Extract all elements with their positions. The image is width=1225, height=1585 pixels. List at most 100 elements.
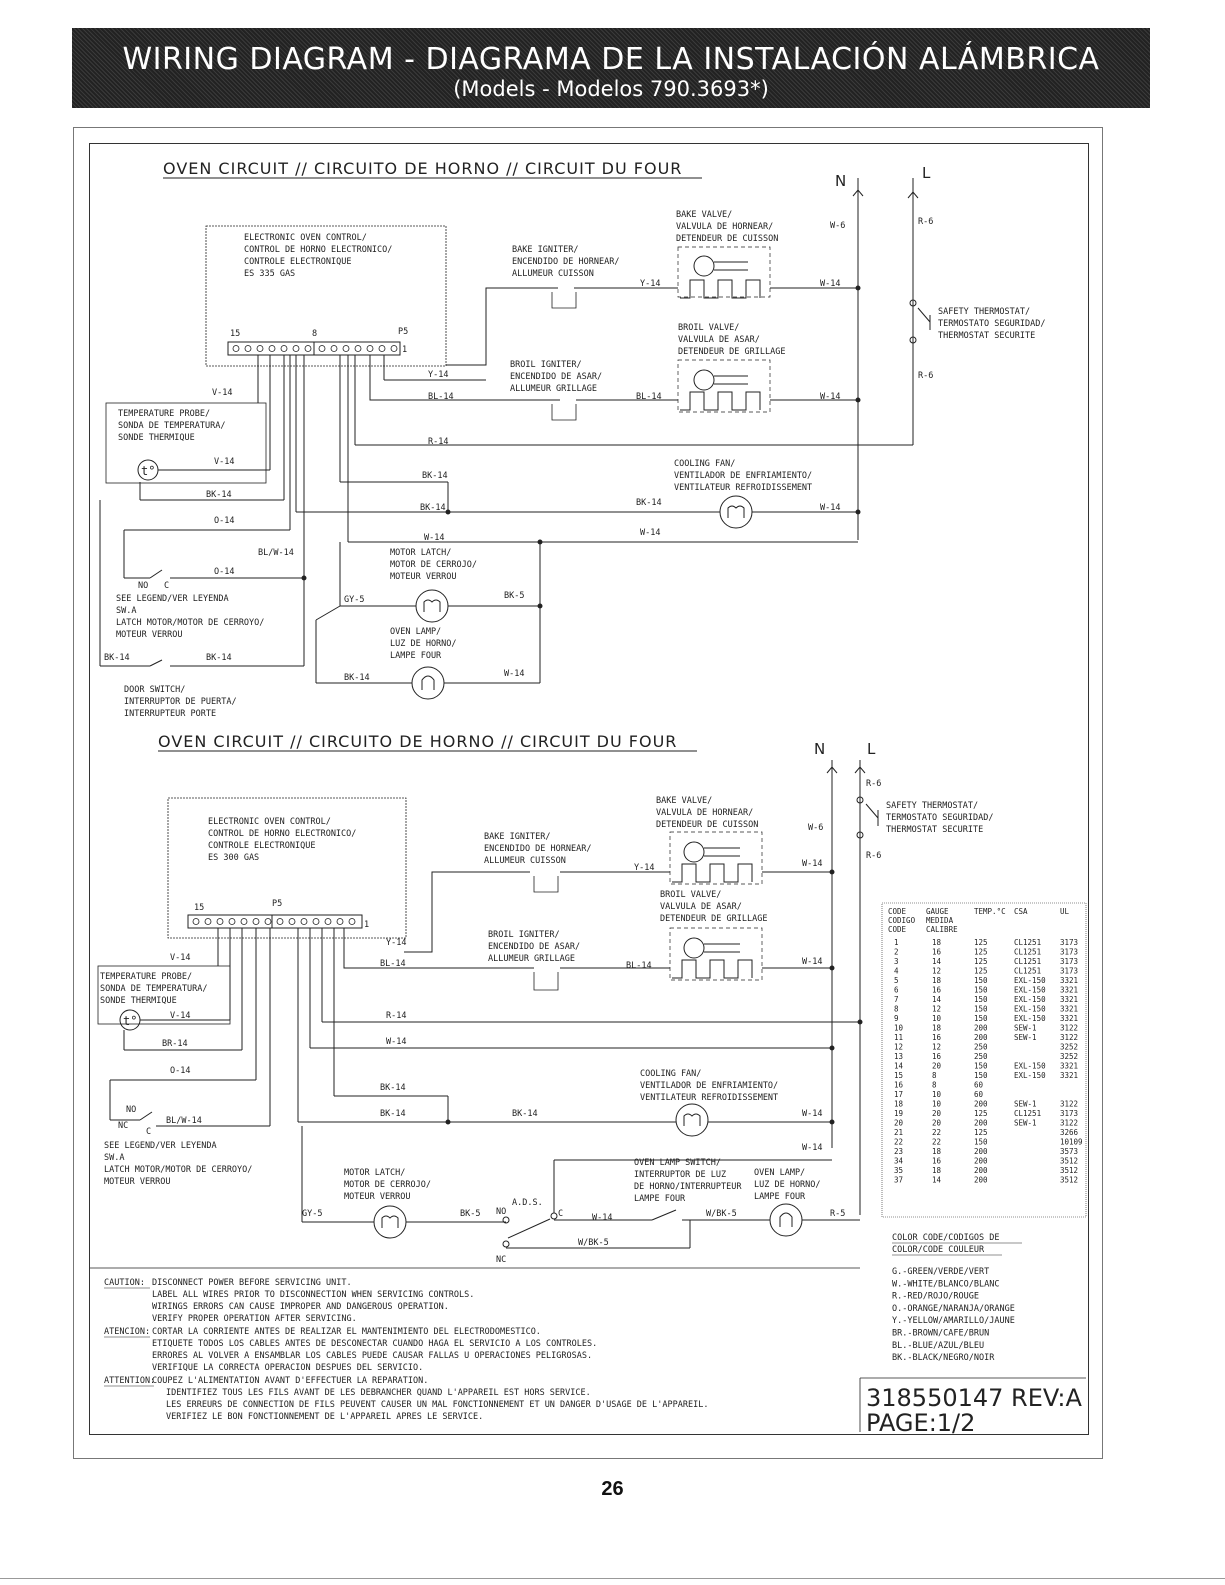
svg-text:BK-14: BK-14 — [420, 503, 446, 513]
svg-text:BAKE IGNITER/: BAKE IGNITER/ — [512, 245, 579, 255]
svg-text:DETENDEUR DE GRILLAGE: DETENDEUR DE GRILLAGE — [660, 914, 767, 924]
svg-text:ETIQUETE TODOS LOS CABLES ANTE: ETIQUETE TODOS LOS CABLES ANTES DE DESCO… — [152, 1339, 597, 1349]
code-table-cell: 150 — [974, 986, 988, 995]
code-table-cell: 3252 — [1060, 1043, 1078, 1052]
svg-text:ALLUMEUR GRILLAGE: ALLUMEUR GRILLAGE — [488, 954, 575, 964]
svg-text:TEMPERATURE PROBE/: TEMPERATURE PROBE/ — [100, 972, 192, 982]
svg-text:COOLING FAN/: COOLING FAN/ — [674, 459, 735, 469]
code-table-cell: 8 — [894, 1005, 899, 1014]
code-table-cell: 20 — [932, 1109, 942, 1118]
code-table-cell: 5 — [894, 976, 899, 985]
code-table-cell: 125 — [974, 957, 988, 966]
code-table-cell: 18 — [894, 1100, 904, 1109]
page-number: 26 — [601, 1478, 624, 1500]
svg-text:W-14: W-14 — [820, 392, 840, 402]
color-code-item: BK.-BLACK/NEGRO/NOIR — [892, 1353, 995, 1363]
code-table-header: CODIGO — [888, 916, 916, 925]
code-table-cell: 3321 — [1060, 976, 1078, 985]
code-table-cell: 200 — [974, 1176, 988, 1185]
code-table-cell: CL1251 — [1014, 938, 1041, 947]
svg-text:BL-14: BL-14 — [428, 392, 454, 402]
code-table-cell: 3321 — [1060, 986, 1078, 995]
svg-text:R-14: R-14 — [428, 437, 448, 447]
code-table-cell: 60 — [974, 1081, 984, 1090]
code-table-header: TEMP.°C — [974, 907, 1006, 916]
svg-text:VERIFIQUE LA CORRECTA OPERACIO: VERIFIQUE LA CORRECTA OPERACION DESPUES … — [152, 1363, 423, 1373]
svg-text:SONDE THERMIQUE: SONDE THERMIQUE — [118, 433, 195, 443]
code-table-cell: EXL-150 — [1014, 1071, 1046, 1080]
code-table-cell: 150 — [974, 976, 988, 985]
legend-2: SEE LEGEND/VER LEYENDA SW.A LATCH MOTOR/… — [104, 1141, 252, 1187]
cooling-fan-1: COOLING FAN/ VENTILADOR DE ENFRIAMIENTO/… — [674, 459, 812, 493]
code-table-cell: 10 — [932, 1090, 942, 1099]
svg-text:MOTEUR VERROU: MOTEUR VERROU — [116, 630, 183, 640]
svg-text:DE HORNO/INTERRUPTEUR: DE HORNO/INTERRUPTEUR — [634, 1182, 742, 1192]
code-table-cell: 3573 — [1060, 1147, 1078, 1156]
svg-text:COLOR CODE/CODIGOS DE: COLOR CODE/CODIGOS DE — [892, 1233, 999, 1243]
svg-text:W/BK-5: W/BK-5 — [706, 1209, 737, 1219]
code-table-cell: 10109 — [1060, 1138, 1083, 1147]
code-table-cell: 3122 — [1060, 1100, 1078, 1109]
page-label: PAGE:1/2 — [866, 1409, 975, 1437]
code-table-cell: 22 — [894, 1138, 903, 1147]
svg-text:BL/W-14: BL/W-14 — [258, 548, 294, 558]
svg-text:V-14: V-14 — [214, 457, 234, 467]
wire-labels-1: W-6 R-6 R-6 Y-14 W-14 Y-14 BL-14 BL-14 W… — [104, 217, 933, 683]
svg-text:MOTEUR VERROU: MOTEUR VERROU — [104, 1177, 171, 1187]
svg-text:LATCH MOTOR/MOTOR DE CERROYO/: LATCH MOTOR/MOTOR DE CERROYO/ — [116, 618, 264, 628]
code-table-cell: 8 — [932, 1081, 937, 1090]
code-table-cell: 14 — [894, 1062, 904, 1071]
code-table-cell: 22 — [932, 1138, 941, 1147]
code-table-cell: 10 — [932, 1014, 942, 1023]
code-table-cell: 16 — [932, 1052, 942, 1061]
svg-text:ALLUMEUR CUISSON: ALLUMEUR CUISSON — [512, 269, 594, 279]
code-table-cell: EXL-150 — [1014, 995, 1046, 1004]
code-table-cell: 200 — [974, 1157, 988, 1166]
safety-thermostat-2: SAFETY THERMOSTAT/ TERMOSTATO SEGURIDAD/… — [886, 801, 993, 835]
code-table-cell: 16 — [894, 1081, 904, 1090]
svg-text:ALLUMEUR GRILLAGE: ALLUMEUR GRILLAGE — [510, 384, 597, 394]
code-table-cell: 8 — [932, 1071, 937, 1080]
code-table-cell: 3173 — [1060, 948, 1078, 957]
svg-text:BROIL IGNITER/: BROIL IGNITER/ — [510, 360, 582, 370]
code-table-cell: 3173 — [1060, 938, 1078, 947]
wire-labels-2: W-6 R-6 R-6 Y-14 W-14 Y-14 BL-14 BL-14 W… — [118, 779, 881, 1265]
broil-valve-2: BROIL VALVE/ VALVULA DE ASAR/ DETENDEUR … — [488, 890, 767, 964]
code-table-cell: 18 — [932, 976, 942, 985]
svg-text:VENTILADOR DE ENFRIAMIENTO/: VENTILADOR DE ENFRIAMIENTO/ — [674, 471, 812, 481]
svg-text:OVEN LAMP SWITCH/: OVEN LAMP SWITCH/ — [634, 1158, 721, 1168]
color-code-item: W.-WHITE/BLANCO/BLANC — [892, 1279, 999, 1289]
motor-latch-2: MOTOR LATCH/ MOTOR DE CERROJO/ MOTEUR VE… — [344, 1168, 431, 1202]
bake-valve-1: BAKE VALVE/ VALVULA DE HORNEAR/ DETENDEU… — [512, 210, 778, 279]
code-table-cell: CL1251 — [1014, 1109, 1041, 1118]
cooling-fan-2: COOLING FAN/ VENTILADOR DE ENFRIAMIENTO/… — [640, 1069, 778, 1103]
code-table-cell: EXL-150 — [1014, 976, 1046, 985]
door-switch-1: DOOR SWITCH/ INTERRUPTOR DE PUERTA/ INTE… — [124, 685, 237, 719]
svg-text:DETENDEUR DE CUISSON: DETENDEUR DE CUISSON — [656, 820, 758, 830]
svg-text:BK-5: BK-5 — [504, 591, 524, 601]
svg-text:CONTROLE ELECTRONIQUE: CONTROLE ELECTRONIQUE — [208, 841, 315, 851]
svg-text:BR-14: BR-14 — [162, 1039, 188, 1049]
code-table-cell: 3122 — [1060, 1033, 1078, 1042]
color-code-list: G.-GREEN/VERDE/VERTW.-WHITE/BLANCO/BLANC… — [892, 1267, 1015, 1363]
svg-text:CONTROLE ELECTRONIQUE: CONTROLE ELECTRONIQUE — [244, 257, 351, 267]
svg-text:BK-14: BK-14 — [380, 1109, 406, 1119]
code-table-cell: EXL-150 — [1014, 1014, 1046, 1023]
code-table-cell: 4 — [894, 967, 899, 976]
code-table-cell: 3252 — [1060, 1052, 1078, 1061]
code-table-cell: 10 — [894, 1024, 904, 1033]
svg-text:BROIL IGNITER/: BROIL IGNITER/ — [488, 930, 560, 940]
code-table-cell: 3173 — [1060, 1109, 1078, 1118]
svg-text:BL-14: BL-14 — [380, 959, 406, 969]
code-table-cell: 20 — [932, 1119, 942, 1128]
code-table-header: MEDIDA — [926, 916, 954, 925]
svg-text:VERIFIEZ LE BON FONCTIONNEMENT: VERIFIEZ LE BON FONCTIONNEMENT DE L'APPA… — [166, 1412, 483, 1422]
svg-text:NO: NO — [496, 1207, 506, 1217]
color-code-item: R.-RED/ROJO/ROUGE — [892, 1292, 979, 1302]
svg-text:BK-14: BK-14 — [344, 673, 370, 683]
code-table-cell: 3512 — [1060, 1166, 1078, 1175]
svg-text:CONTROL DE HORNO ELECTRONICO/: CONTROL DE HORNO ELECTRONICO/ — [208, 829, 356, 839]
svg-text:CAUTION:: CAUTION: — [104, 1278, 145, 1288]
code-table-cell: EXL-150 — [1014, 1062, 1046, 1071]
svg-text:LES ERREURS DE CONNECTION DE F: LES ERREURS DE CONNECTION DE FILS PEUVEN… — [166, 1400, 708, 1410]
